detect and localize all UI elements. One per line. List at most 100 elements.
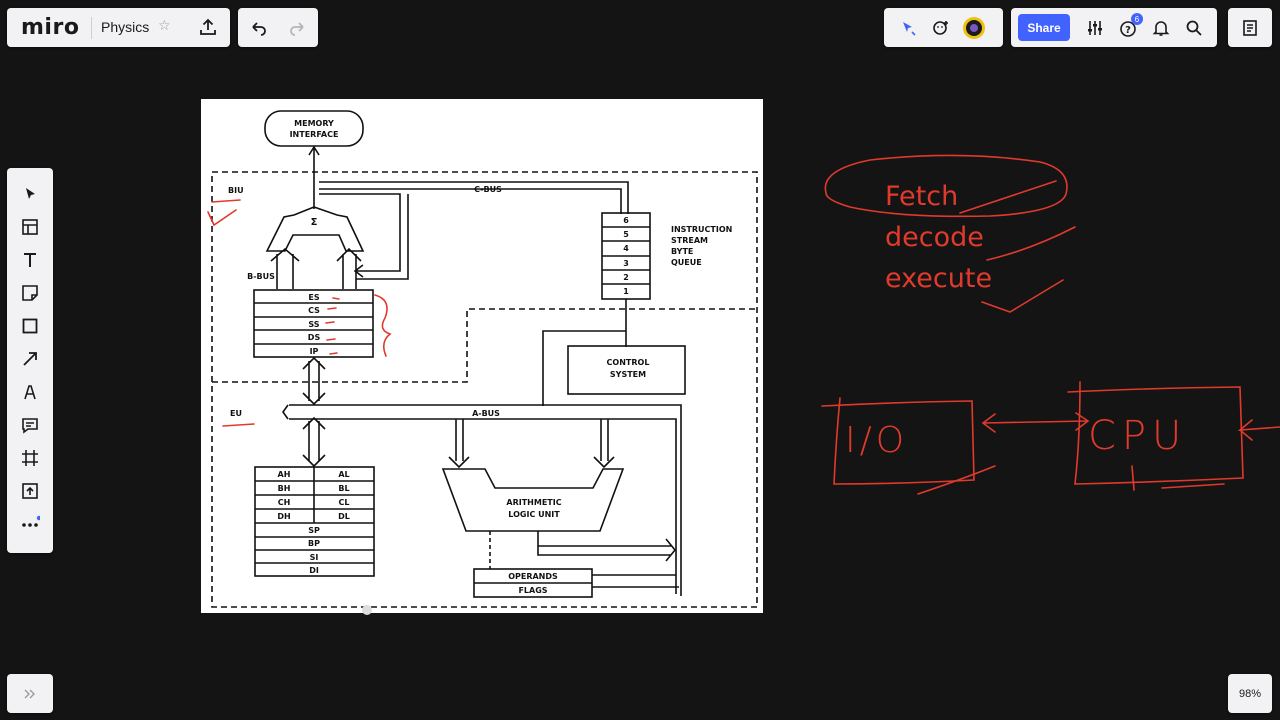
square-icon [22,318,38,334]
reg-bp: BP [308,539,320,548]
star-icon[interactable]: ☆ [158,17,171,33]
settings-button[interactable] [1081,14,1109,42]
reg-dh: DH [277,512,290,521]
undo-redo-panel [238,8,318,47]
more-icon [22,515,40,527]
sliders-icon [1088,21,1102,35]
creation-toolbar [7,168,53,553]
reg-es: ES [308,293,319,302]
templates-tool[interactable] [16,213,44,241]
cursor-icon [26,188,35,199]
flags-label: FLAGS [518,586,547,595]
upload-tool[interactable] [16,477,44,505]
upload-icon [200,18,216,35]
reg-cs: CS [308,306,320,315]
reg-ch: CH [278,498,291,507]
notes-icon [1243,19,1257,36]
reg-bh: BH [278,484,291,493]
redo-button[interactable] [284,14,312,42]
ink-arrow-right [1237,419,1280,441]
reg-cl: CL [339,498,350,507]
memory-interface-line1: MEMORY [294,119,334,128]
sticky-note-icon [22,285,38,301]
frame-tool[interactable] [16,444,44,472]
queue-label-line3: BYTE [671,247,693,256]
notification-badge: 6 [1131,13,1143,25]
queue-4: 4 [623,244,629,253]
alu-line1: ARITHMETIC [506,498,561,507]
shape-tool[interactable] [16,312,44,340]
share-button[interactable]: Share [1018,14,1070,41]
reg-dl: DL [338,512,350,521]
c-bus-label: C-BUS [474,185,502,194]
board-header: miro Physics ☆ [7,8,230,47]
eu-label: EU [230,409,242,418]
zoom-level[interactable]: 98% [1228,674,1272,713]
reg-ss: SS [308,320,319,329]
reg-ds: DS [308,333,321,342]
queue-label-line2: STREAM [671,236,708,245]
collaboration-panel [884,8,1003,47]
miro-logo[interactable]: miro [21,15,80,40]
sigma-label: Σ [311,217,318,228]
text-icon [24,253,36,267]
text-tool[interactable] [16,246,44,274]
ink-check-biu [207,209,237,227]
operands-label: OPERANDS [508,572,558,581]
add-emoji-icon [933,21,948,35]
reg-di: DI [309,566,319,575]
svg-text:?: ? [1125,25,1131,36]
queue-label-line1: INSTRUCTION [671,225,732,234]
a-bus-label: A-BUS [472,409,500,418]
frame-icon [22,450,38,466]
help-button[interactable]: ? 6 [1114,13,1143,42]
8086-architecture-diagram: MEMORY INTERFACE C-BUS Σ B-BUS ES CS SS … [211,110,758,608]
help-icon: ? [1120,21,1136,37]
expand-panel-button[interactable] [7,674,53,713]
reg-ip: IP [310,347,319,356]
ink-underline-eu [222,423,255,427]
templates-icon [22,219,38,235]
ink-text-cpu[interactable]: CPU [1088,413,1188,459]
ink-text-io[interactable]: I/O [845,420,909,461]
queue-label-line4: QUEUE [671,258,702,267]
upload-icon [22,483,38,499]
cursor-sparkle-icon [903,22,916,36]
queue-6: 6 [623,216,629,225]
more-tools-button[interactable] [16,510,44,538]
queue-3: 3 [623,259,629,268]
reactions-button[interactable] [894,14,922,42]
connection-line-tool[interactable] [16,345,44,373]
search-icon [1186,20,1202,36]
export-button[interactable] [196,15,220,39]
ink-text-execute[interactable]: execute [885,263,993,294]
queue-2: 2 [623,273,629,282]
reg-sp: SP [308,526,320,535]
sticky-note-tool[interactable] [16,279,44,307]
search-button[interactable] [1180,14,1208,42]
redo-icon [290,22,304,36]
b-bus-label: B-BUS [247,272,275,281]
undo-button[interactable] [244,14,272,42]
reg-si: SI [310,553,319,562]
notifications-button[interactable] [1147,14,1175,42]
ink-text-fetch[interactable]: Fetch [885,181,959,212]
ink-check-execute [981,279,1064,313]
reg-ah: AH [278,470,291,479]
queue-1: 1 [623,287,629,296]
bell-icon [1152,21,1170,36]
ink-text-decode[interactable]: decode [885,222,984,253]
select-tool[interactable] [16,180,44,208]
user-avatar[interactable] [960,14,988,42]
board-name[interactable]: Physics [101,19,150,35]
board-notes-button[interactable] [1228,8,1272,47]
comment-tool[interactable] [16,411,44,439]
control-system-line1: CONTROL [607,358,650,367]
ink-double-arrow [981,412,1090,433]
timer-button[interactable] [927,14,955,42]
block-diagram-image[interactable]: MEMORY INTERFACE C-BUS Σ B-BUS ES CS SS … [201,99,763,613]
ink-box-cpu [1067,381,1244,485]
header-actions: Share ? 6 [1011,8,1217,47]
pen-tool[interactable] [16,378,44,406]
